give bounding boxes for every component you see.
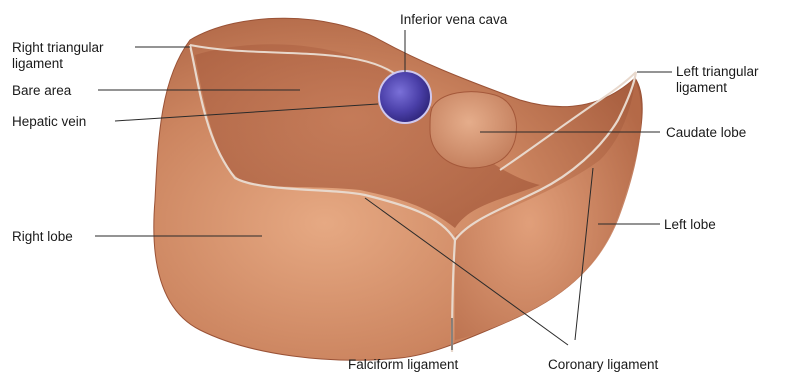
- label-hepatic-vein: Hepatic vein: [12, 114, 86, 129]
- label-caudate-lobe: Caudate lobe: [666, 125, 746, 140]
- label-inferior-vena-cava: Inferior vena cava: [400, 12, 508, 27]
- label-right-lobe: Right lobe: [12, 229, 73, 244]
- label-falciform-ligament: Falciform ligament: [348, 357, 459, 372]
- label-bare-area: Bare area: [12, 83, 72, 98]
- caudate-lobe: [430, 92, 516, 168]
- inferior-vena-cava: [379, 71, 431, 123]
- label-coronary-ligament: Coronary ligament: [548, 357, 659, 372]
- label-left-lobe: Left lobe: [664, 217, 716, 232]
